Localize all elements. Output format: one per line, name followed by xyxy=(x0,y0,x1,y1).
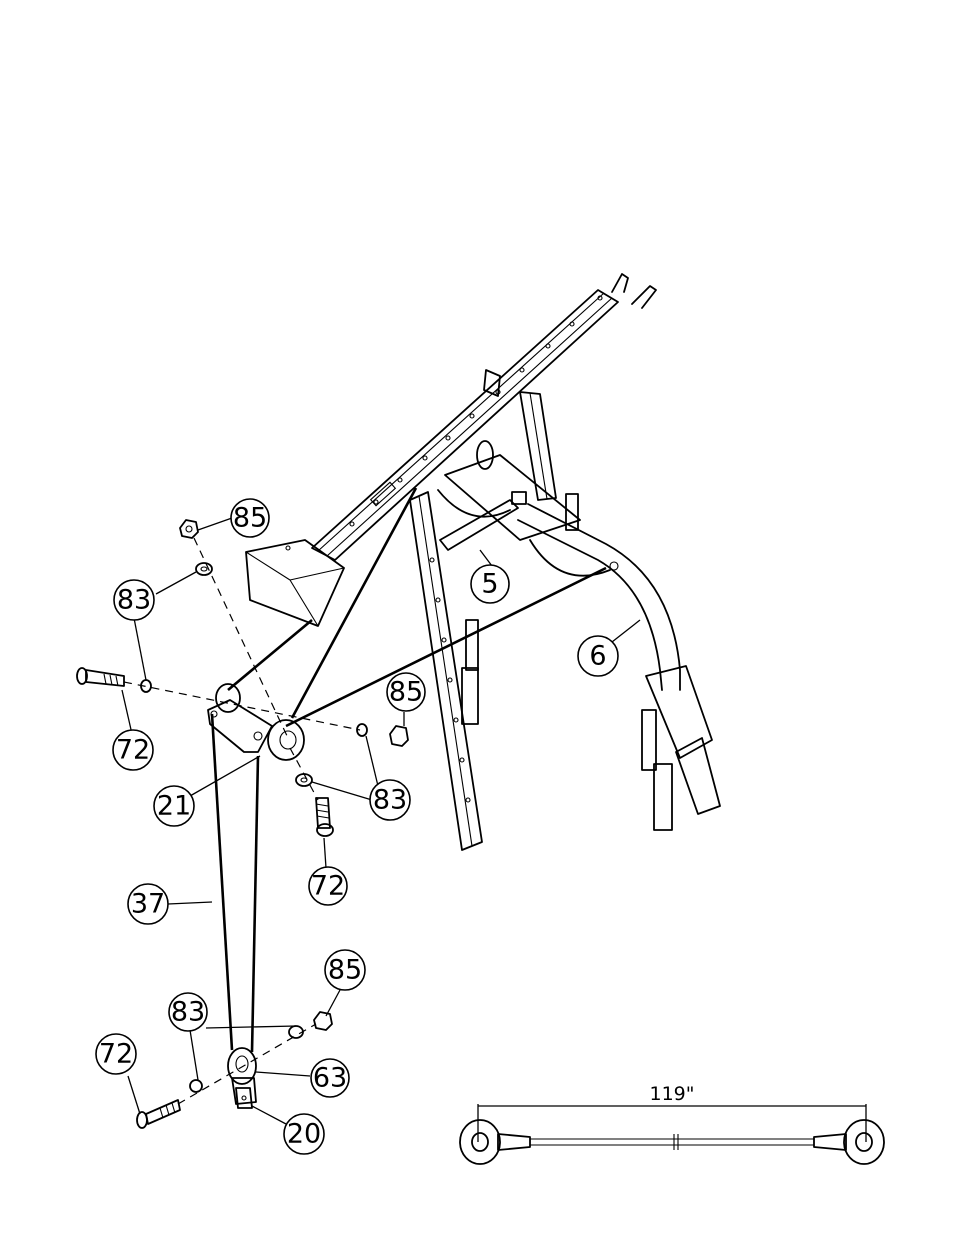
callout-83-top: 83 xyxy=(114,580,154,620)
callout-label: 72 xyxy=(311,871,345,902)
callout-85-top: 85 xyxy=(231,499,269,537)
cross-member xyxy=(438,441,610,724)
pulley-bracket-21 xyxy=(208,684,304,760)
callout-20: 20 xyxy=(284,1114,324,1154)
cable-length-detail: 119" xyxy=(460,1083,884,1164)
head-block xyxy=(246,540,344,626)
callout-label: 5 xyxy=(481,569,498,600)
callout-label: 85 xyxy=(389,677,423,708)
callout-label: 85 xyxy=(233,503,267,534)
callout-85-lower: 85 xyxy=(325,950,365,990)
callout-label: 83 xyxy=(117,585,151,616)
callout-label: 83 xyxy=(373,785,407,816)
callout-21: 21 xyxy=(154,786,194,826)
callout-85-middle: 85 xyxy=(387,673,425,711)
cable-37 xyxy=(212,488,606,1052)
callout-label: 6 xyxy=(589,641,606,672)
callout-83-middle: 83 xyxy=(370,780,410,820)
callout-label: 21 xyxy=(157,791,191,822)
callout-label: 63 xyxy=(313,1063,347,1094)
callout-label: 85 xyxy=(328,955,362,986)
callout-72-lower: 72 xyxy=(96,1034,136,1074)
cable-length-label: 119" xyxy=(649,1083,694,1105)
lower-pulley-63 xyxy=(228,1048,256,1108)
leader-lines xyxy=(122,518,640,1124)
callout-6: 6 xyxy=(578,636,618,676)
curved-arm xyxy=(518,504,720,830)
callout-5: 5 xyxy=(471,565,509,603)
callout-label: 20 xyxy=(287,1119,321,1150)
callout-83-lower: 83 xyxy=(169,993,207,1031)
callout-72-middle: 72 xyxy=(309,867,347,905)
callout-label: 72 xyxy=(99,1039,133,1070)
callout-label: 72 xyxy=(116,735,150,766)
callout-label: 83 xyxy=(171,997,205,1028)
callout-63: 63 xyxy=(311,1059,349,1097)
callout-72-upper: 72 xyxy=(113,730,153,770)
left-upright xyxy=(410,492,482,850)
callout-37: 37 xyxy=(128,884,168,924)
right-upright xyxy=(484,370,556,500)
callout-label: 37 xyxy=(131,889,165,920)
